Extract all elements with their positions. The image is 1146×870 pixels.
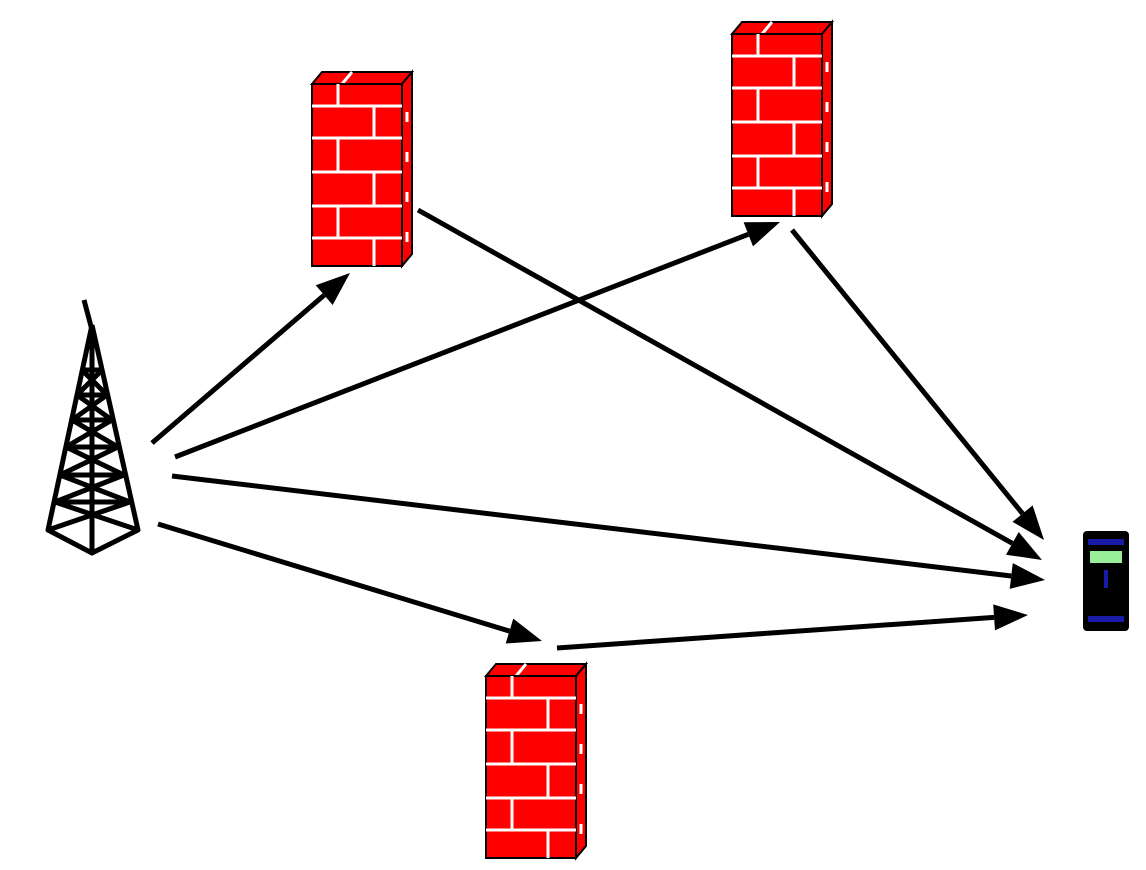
edges <box>150 207 1045 651</box>
edge-tower-to-firewall-top-right <box>174 231 750 460</box>
arrowhead-tower-to-firewall-top-right <box>743 222 780 247</box>
arrowhead-firewall-top-left-to-mobile-device <box>1005 532 1042 560</box>
edge-tower-to-mobile-device <box>171 473 1012 579</box>
edge-firewall-top-left-to-mobile-device <box>416 207 1014 546</box>
arrowhead-firewall-top-right-to-mobile-device <box>1012 505 1044 540</box>
edge-firewall-bottom-to-mobile-device <box>556 614 995 651</box>
transmitter-tower-icon <box>45 299 141 556</box>
firewall-top-right <box>730 20 834 218</box>
edge-tower-to-firewall-bottom <box>157 521 511 634</box>
arrowhead-tower-to-firewall-bottom <box>505 618 542 644</box>
edge-tower-to-firewall-top-left <box>150 293 326 445</box>
arrowhead-tower-to-firewall-top-left <box>315 273 350 306</box>
edge-firewall-top-right-to-mobile-device <box>790 228 1025 516</box>
mobile-device-icon <box>1083 531 1129 631</box>
firewall-top-left <box>310 70 414 268</box>
arrowhead-firewall-bottom-to-mobile-device <box>993 604 1028 631</box>
firewall-bottom <box>484 662 588 860</box>
arrowhead-tower-to-mobile-device <box>1009 563 1045 589</box>
